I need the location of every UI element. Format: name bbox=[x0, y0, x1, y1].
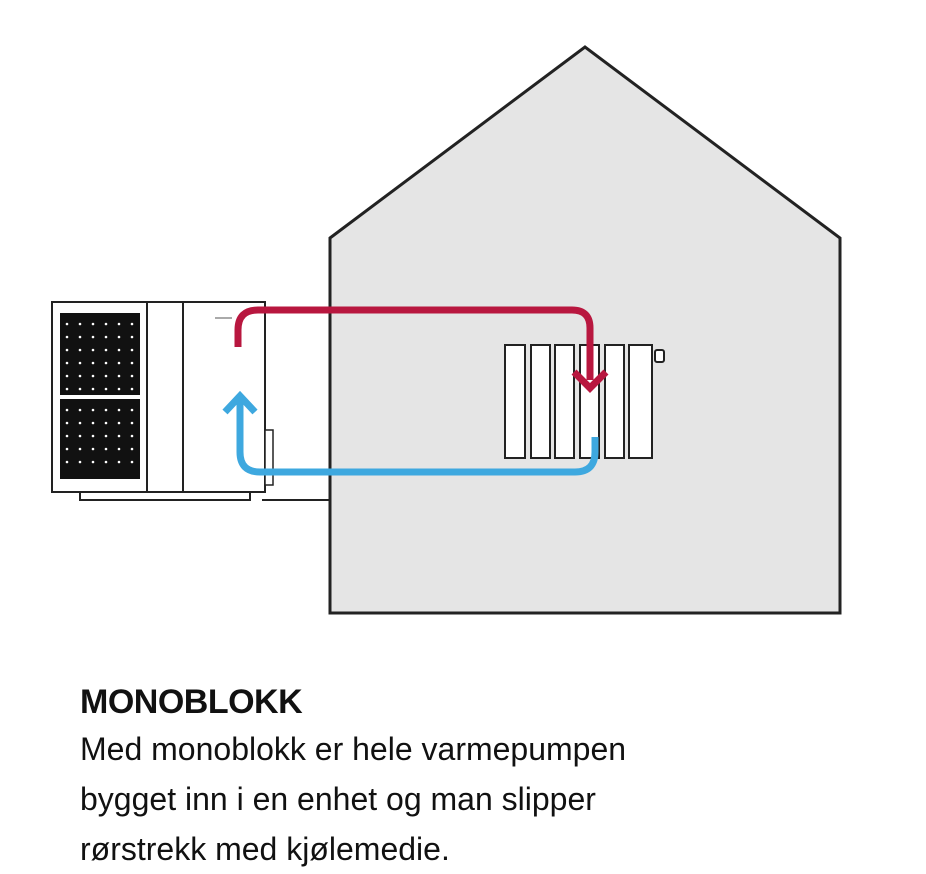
panel-dot bbox=[91, 348, 95, 352]
panel-dot bbox=[104, 387, 108, 391]
panel-dot bbox=[91, 387, 95, 391]
supply-flow-arrow-icon bbox=[234, 306, 609, 393]
panel-dot bbox=[78, 408, 82, 412]
panel-dot bbox=[65, 408, 69, 412]
panel-dot bbox=[117, 434, 121, 438]
panel-dot bbox=[65, 322, 69, 326]
panel-dot bbox=[130, 447, 134, 451]
panel-dot bbox=[91, 447, 95, 451]
caption: MONOBLOKK Med monoblokk er hele varmepum… bbox=[80, 680, 626, 874]
panel-dot bbox=[104, 348, 108, 352]
panel-dot bbox=[104, 434, 108, 438]
panel-dot bbox=[117, 447, 121, 451]
panel-dot bbox=[78, 447, 82, 451]
panel-dot bbox=[65, 335, 69, 339]
panel-dot bbox=[104, 374, 108, 378]
panel-dot bbox=[117, 374, 121, 378]
panel-dot bbox=[78, 387, 82, 391]
panel-dot bbox=[130, 408, 134, 412]
panel-dot bbox=[104, 408, 108, 412]
panel-dot bbox=[130, 374, 134, 378]
panel-dot bbox=[104, 322, 108, 326]
panel-dot bbox=[78, 335, 82, 339]
panel-dot bbox=[130, 322, 134, 326]
panel-dot bbox=[117, 408, 121, 412]
panel-dot bbox=[130, 348, 134, 352]
panel-dot bbox=[130, 335, 134, 339]
caption-title: MONOBLOKK bbox=[80, 683, 303, 721]
panel-dot bbox=[78, 374, 82, 378]
panel-dot bbox=[117, 335, 121, 339]
panel-dot bbox=[78, 434, 82, 438]
house-icon bbox=[328, 45, 842, 615]
panel-dot bbox=[65, 374, 69, 378]
panel-dot bbox=[65, 460, 69, 464]
monoblock-diagram bbox=[51, 45, 842, 615]
panel-dot bbox=[104, 361, 108, 365]
panel-dot bbox=[117, 387, 121, 391]
panel-dot bbox=[130, 434, 134, 438]
radiator-icon bbox=[504, 344, 665, 459]
panel-dot bbox=[78, 361, 82, 365]
panel-dot bbox=[117, 348, 121, 352]
panel-dot bbox=[78, 348, 82, 352]
panel-dot bbox=[91, 408, 95, 412]
panel-dot bbox=[117, 421, 121, 425]
panel-dot bbox=[91, 434, 95, 438]
panel-dot bbox=[104, 421, 108, 425]
panel-dot bbox=[130, 361, 134, 365]
panel-dot bbox=[117, 322, 121, 326]
panel-dot bbox=[65, 387, 69, 391]
return-flow-arrow-icon bbox=[222, 390, 599, 476]
caption-line: Med monoblokk er hele varmepumpen bbox=[80, 731, 627, 767]
panel-dot bbox=[91, 335, 95, 339]
panel-dot bbox=[65, 348, 69, 352]
panel-dot bbox=[65, 361, 69, 365]
panel-dot bbox=[104, 335, 108, 339]
panel-dot bbox=[130, 387, 134, 391]
panel-dot bbox=[104, 460, 108, 464]
panel-dot bbox=[91, 460, 95, 464]
panel-dot bbox=[117, 361, 121, 365]
panel-dot bbox=[117, 460, 121, 464]
panel-dot bbox=[91, 374, 95, 378]
heat-pump-unit-icon bbox=[51, 301, 274, 501]
panel-dot bbox=[91, 421, 95, 425]
panel-dot bbox=[65, 421, 69, 425]
panel-dot bbox=[91, 361, 95, 365]
caption-line: bygget inn i en enhet og man slipper bbox=[80, 781, 596, 817]
panel-dot bbox=[130, 460, 134, 464]
panel-dot bbox=[78, 460, 82, 464]
caption-line: rørstrekk med kjølemedie. bbox=[80, 831, 450, 867]
panel-dot bbox=[65, 447, 69, 451]
panel-dot bbox=[130, 421, 134, 425]
panel-dot bbox=[78, 322, 82, 326]
panel-dot bbox=[78, 421, 82, 425]
panel-dot bbox=[104, 447, 108, 451]
panel-dot bbox=[91, 322, 95, 326]
panel-dot bbox=[65, 434, 69, 438]
